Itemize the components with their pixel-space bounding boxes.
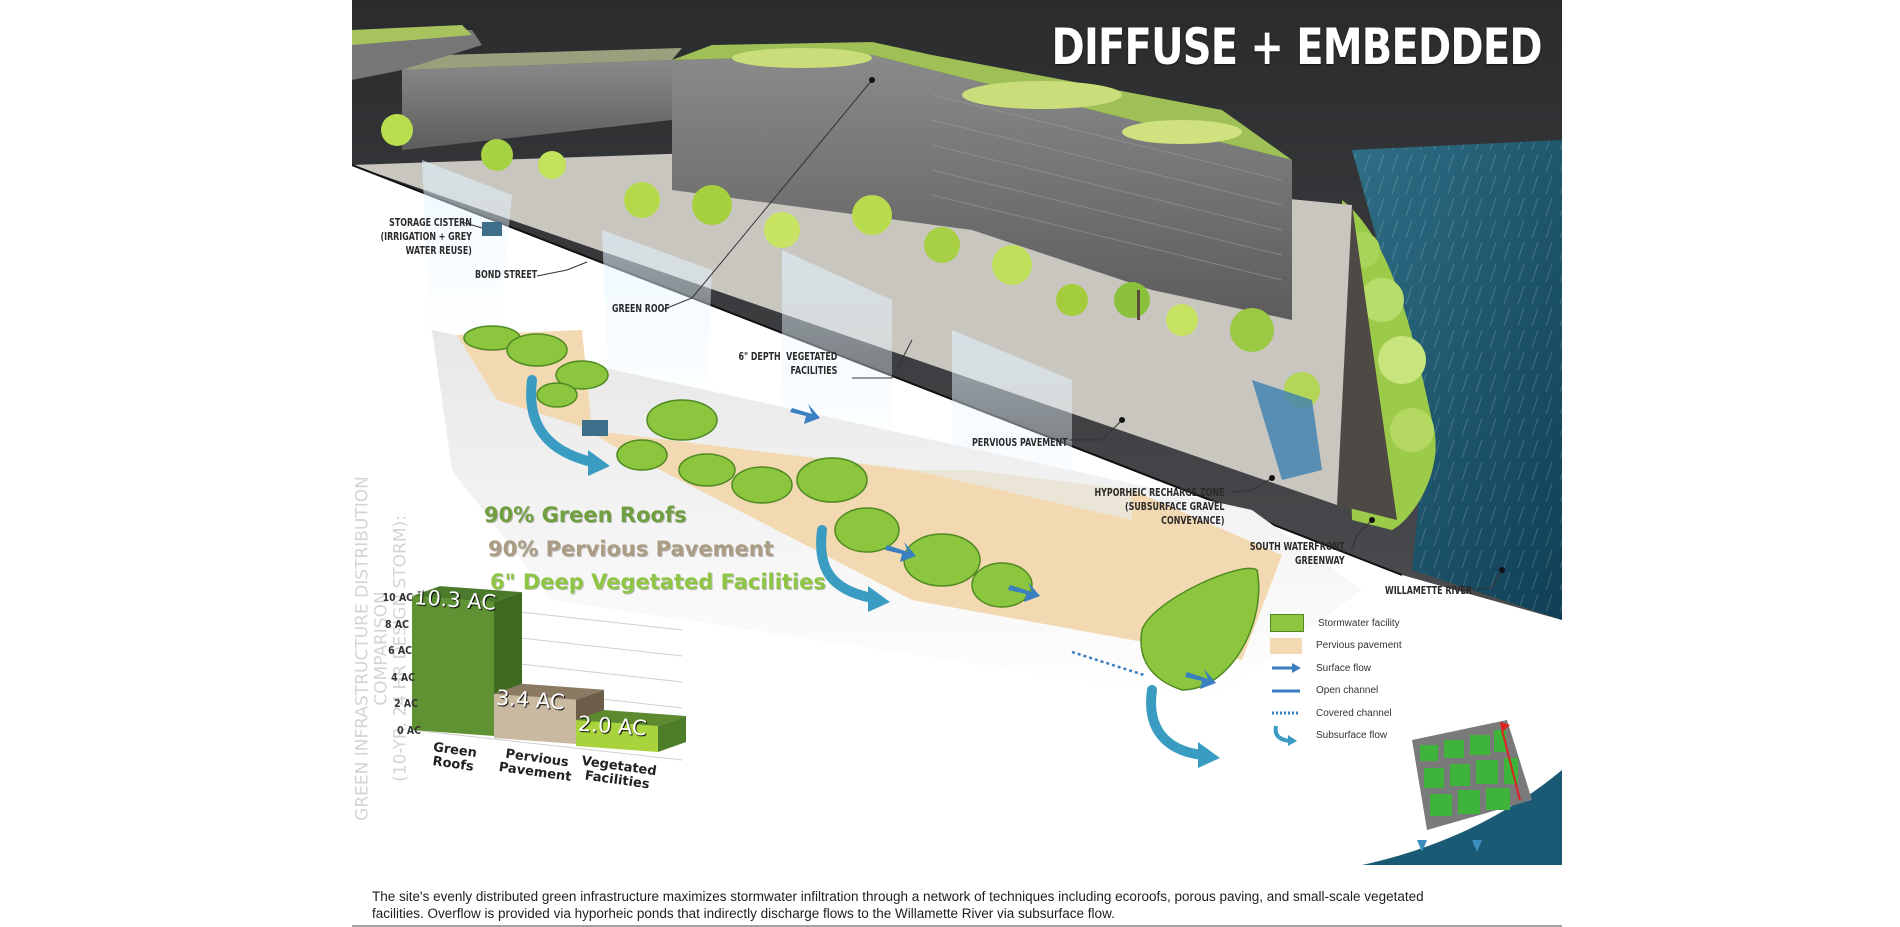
line-icon (1270, 683, 1302, 699)
legend-item: Surface flow (1270, 657, 1402, 680)
bar-top (576, 710, 686, 726)
stormwater-swatch-icon (1270, 614, 1304, 633)
building-west (402, 60, 672, 150)
y-tick-label: 4 AC (391, 670, 415, 684)
covered-channel (1071, 650, 1145, 677)
bar (494, 693, 576, 744)
plaza-trees (381, 114, 1320, 408)
legend-item: Open channel (1270, 680, 1402, 703)
bar-top (412, 586, 522, 603)
storage-cistern (582, 420, 608, 436)
bar-value-label: 3.4 AC (495, 685, 566, 715)
label-river: WILLAMETTE RIVER (1385, 584, 1473, 597)
chart-bars (412, 586, 686, 752)
green-roof-surface (672, 42, 1292, 160)
legend-item: Stormwater facility (1270, 612, 1402, 635)
y-tick-label: 10 AC (382, 591, 414, 604)
diagram-panel: DIFFUSE + EMBEDDED STORAGE CISTERN (IRRI… (352, 0, 1562, 927)
chart-legend-pervious-pavement: 90% Pervious Pavement (488, 537, 774, 561)
label-hyporheic: HYPORHEIC RECHARGE ZONE (SUBSURFACE GRAV… (1094, 486, 1224, 527)
y-tick-label: 2 AC (394, 697, 418, 710)
y-tick-label: 0 AC (397, 723, 421, 737)
site-illustration (352, 0, 1562, 927)
label-pervious-pavement: PERVIOUS PAVEMENT (972, 436, 1068, 449)
arrow-icon (1270, 660, 1302, 676)
bar-side (658, 716, 686, 752)
label-green-roof: GREEN ROOF (612, 302, 670, 315)
chart-legend-green-roofs: 90% Green Roofs (484, 503, 687, 527)
curved-arrow-icon (1270, 725, 1302, 746)
chart-legend-vegetated-facilities: 6" Deep Vegetated Facilities (490, 570, 826, 594)
bar-top (494, 683, 604, 700)
stormwater-facilities (463, 325, 1260, 691)
legend-item: Covered channel (1270, 702, 1402, 725)
gridline (411, 729, 683, 761)
y-tick-label: 8 AC (385, 617, 409, 631)
label-greenway: SOUTH WATERFRONT GREENWAY (1250, 540, 1345, 567)
subsurface-flow-arrows (526, 375, 1207, 760)
label-leaders (461, 79, 1503, 591)
legend: Stormwater facility Pervious pavement Su… (1270, 612, 1402, 747)
y-tick-label: 6 AC (388, 644, 412, 657)
label-vegetated-facilities: 6" DEPTH VEGETATED FACILITIES (738, 350, 837, 377)
legend-item: Subsurface flow (1270, 725, 1402, 748)
legend-item: Pervious pavement (1270, 635, 1402, 658)
bar-value-label: 2.0 AC (577, 711, 648, 741)
locator-map (1362, 720, 1562, 865)
label-storage-cistern: STORAGE CISTERN (IRRIGATION + GREY WATER… (380, 216, 472, 257)
label-bond-street: BOND STREET (475, 268, 538, 281)
dotted-line-icon (1270, 705, 1302, 721)
caption: The site's evenly distributed green infr… (372, 889, 1424, 921)
page-title: DIFFUSE + EMBEDDED (1051, 18, 1543, 76)
bar (412, 596, 494, 736)
bar (576, 720, 658, 752)
pavement-swatch-icon (1270, 637, 1302, 654)
surface-flow-arrows (790, 404, 1216, 689)
